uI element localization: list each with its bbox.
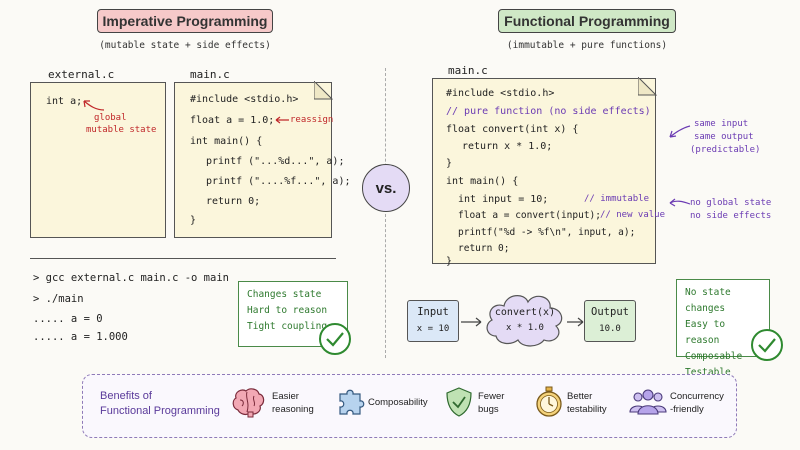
main-line-main: int main() { [190,136,263,147]
external-note-mutable: mutable state [86,125,157,135]
benefit-label: Concurrency [670,391,724,402]
brain-icon [232,388,265,418]
note-no-global: no global state [690,198,772,208]
flow-output-box: Output 10.0 [584,300,636,342]
checkmark-icon [319,323,351,355]
people-icon [629,389,667,415]
page-fold-icon [314,81,333,100]
benefit-label: reasoning [272,404,314,415]
trait: Hard to reason [247,305,328,316]
flow-input-label: Input [417,306,449,318]
arrow-right-icon [567,317,584,327]
f-line-main: int main() { [446,176,519,187]
external-file-note [30,82,166,238]
main-line-include: #include <stdio.h> [190,94,299,105]
main-line-close: } [190,215,197,226]
main-file-name: main.c [190,68,230,81]
note-same-input: same input [694,119,749,129]
benefit-label: -friendly [670,404,704,415]
imperative-title: Imperative Programming [97,9,273,33]
note-predictable: (predictable) [690,145,761,155]
arrow-left-icon [275,116,289,124]
functional-file-note [432,78,656,264]
flow-input-value: x = 10 [416,324,450,334]
arrow-right-icon [461,317,482,327]
main-line-printf-2: printf ("....%f...", a); [206,176,351,187]
functional-subtitle: (immutable + pure functions) [506,40,668,51]
note-same-output: same output [694,132,754,142]
cloud-shape [486,295,563,347]
benefit-label: bugs [478,404,499,415]
flow-output-label: Output [591,306,629,318]
functional-title: Functional Programming [498,9,676,33]
external-code: int a; [46,96,83,107]
page-fold-icon [638,77,657,96]
f-line-convert: float convert(int x) { [446,124,579,135]
flow-func-label: convert(x) [494,307,556,318]
functional-file-name: main.c [448,64,488,77]
vs-badge: vs. [362,164,410,212]
f-line-comment: // pure function (no side effects) [446,106,651,117]
benefits-panel [82,374,737,438]
main-file-note [174,82,332,238]
benefits-title-2: Functional Programming [100,405,220,417]
trait: Tight coupling [247,321,328,332]
f-comment-immutable: // immutable [584,194,650,204]
trait: Changes state [247,289,322,300]
main-line-float: float a = 1.0; [190,115,275,126]
f-line-float: float a = convert(input); [458,210,601,221]
terminal-line: > gcc external.c main.c -o main [33,272,229,284]
puzzle-icon [339,389,365,415]
benefit-label: Easier [272,391,299,402]
trait: No state changes [685,287,731,314]
benefits-title-1: Benefits of [100,390,152,402]
f-line-return-x: return x * 1.0; [462,141,553,152]
f-comment-new-value: // new value [600,210,666,220]
benefit-label: Composability [368,397,428,408]
checkmark-icon [751,329,783,361]
main-line-printf-1: printf ("...%d...", a); [206,156,345,167]
flow-input-box: Input x = 10 [407,300,459,342]
divider [30,258,336,259]
shield-check-icon [446,387,472,417]
f-line-printf: printf("%d -> %f\n", input, a); [458,227,636,238]
trait: Composable [685,351,743,362]
f-line-close-2: } [446,256,453,267]
terminal-line: ..... a = 0 [33,313,103,325]
imperative-traits: Changes state Hard to reason Tight coupl… [238,281,348,347]
benefit-label: testability [567,404,607,415]
center-divider [385,68,386,358]
main-line-return: return 0; [206,196,261,207]
arrow-icon [83,100,105,111]
flow-output-value: 10.0 [599,324,621,334]
trait: Easy to reason [685,319,726,346]
terminal-line: > ./main [33,293,84,305]
f-line-include: #include <stdio.h> [446,88,555,99]
flow-func-value: x * 1.0 [506,323,544,333]
arrow-icon [669,125,691,138]
f-line-close-1: } [446,158,453,169]
trait: Testable [685,367,731,378]
f-line-return: return 0; [458,243,510,254]
note-no-side-effects: no side effects [690,211,772,221]
arrow-icon [669,198,691,207]
benefit-label: Fewer [478,391,505,402]
terminal-line: ..... a = 1.000 [33,331,128,343]
imperative-subtitle: (mutable state + side effects) [99,40,271,51]
external-file-name: external.c [48,68,115,81]
benefit-label: Better [567,391,593,402]
f-line-input: int input = 10; [458,194,549,205]
reassign-note: reassign [290,115,334,125]
external-note-global: global [94,113,127,123]
stopwatch-icon [536,386,562,417]
